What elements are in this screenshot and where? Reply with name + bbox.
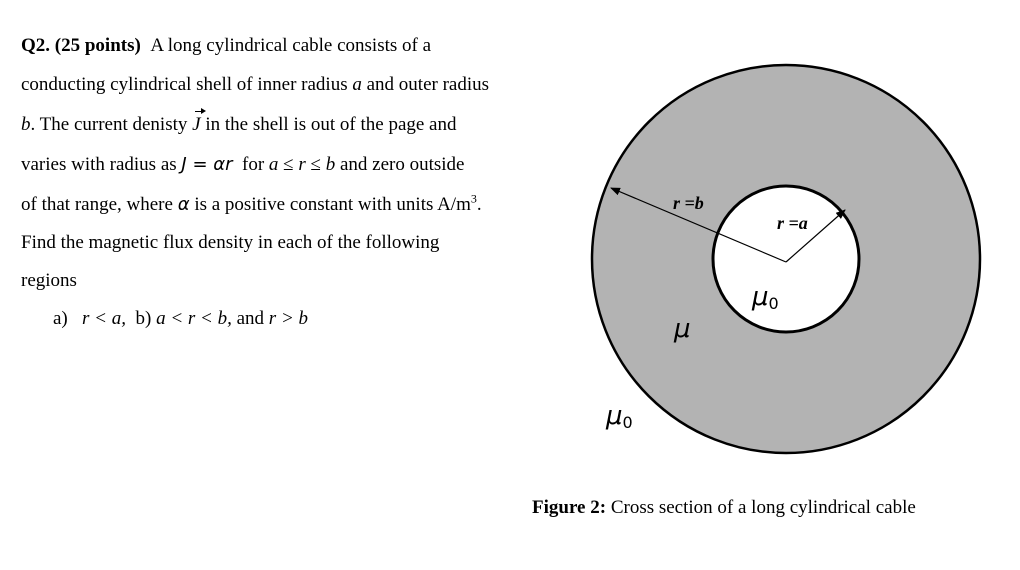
problem-parts: a) r < a, b) a < r < b, and r > b bbox=[53, 307, 308, 331]
problem-text-2b: and outer radius bbox=[366, 74, 490, 95]
outer-radius-label: r =b bbox=[673, 193, 704, 213]
problem-text-5c: . bbox=[476, 194, 482, 215]
problem-text-2a: conducting cylindrical shell of inner ra… bbox=[21, 74, 348, 95]
part-b-label: b) bbox=[135, 308, 152, 329]
problem-text-5b: is a positive constant with units A/m bbox=[194, 194, 471, 215]
range-le-1: ≤ bbox=[278, 154, 299, 175]
var-alpha: α bbox=[177, 194, 190, 215]
eq-equals: = bbox=[186, 154, 214, 175]
var-a: a bbox=[352, 74, 362, 95]
range-le-2: ≤ bbox=[305, 154, 326, 175]
units-exponent: 3 bbox=[470, 191, 477, 206]
eq-rhs: αr bbox=[213, 154, 233, 175]
problem-text-7: regions bbox=[21, 270, 77, 291]
problem-text-6: Find the magnetic flux density in each o… bbox=[21, 232, 440, 253]
mu-shell-label: μ bbox=[673, 314, 691, 344]
problem-text-3a: . The current denisty bbox=[30, 114, 188, 135]
problem-line-5: of that range, where α is a positive con… bbox=[21, 193, 482, 217]
question-number: Q2. bbox=[21, 35, 51, 56]
eq-lhs: J bbox=[181, 154, 187, 175]
mu-outer-label: μ0 bbox=[605, 401, 633, 432]
problem-line-4: varies with radius as J = αr for a ≤ r ≤… bbox=[21, 153, 464, 177]
problem-text-4a: varies with radius as bbox=[21, 154, 177, 175]
caption-label: Figure 2: bbox=[532, 497, 607, 518]
question-points: (25 points) bbox=[54, 35, 141, 56]
figure-caption: Figure 2: Cross section of a long cylind… bbox=[532, 497, 916, 519]
problem-line-7: regions bbox=[21, 269, 77, 293]
problem-line-6: Find the magnetic flux density in each o… bbox=[21, 231, 439, 255]
inner-radius-label: r =a bbox=[777, 213, 808, 233]
problem-text-5a: of that range, where bbox=[21, 194, 173, 215]
caption-text: Cross section of a long cylindrical cabl… bbox=[610, 497, 916, 518]
problem-line-2: conducting cylindrical shell of inner ra… bbox=[21, 73, 489, 97]
part-a-label: a) bbox=[53, 308, 68, 329]
part-c: r > b bbox=[268, 308, 309, 329]
cable-diagram: r =b r =a μ0 μ μ0 bbox=[590, 63, 982, 455]
vector-j: J bbox=[192, 108, 207, 135]
part-b: a < r < b, bbox=[156, 308, 232, 329]
part-c-label: and bbox=[236, 308, 265, 329]
radius-b-arrow bbox=[610, 187, 787, 263]
problem-text-4b: for bbox=[242, 154, 265, 175]
range-b: b bbox=[325, 154, 336, 175]
part-a: r < a, bbox=[82, 308, 126, 329]
problem-text-4c: and zero outside bbox=[339, 154, 465, 175]
range-a: a bbox=[268, 154, 279, 175]
range-r: r bbox=[298, 154, 306, 175]
problem-text-1: A long cylindrical cable consists of a bbox=[150, 35, 432, 56]
problem-line-3: b. The current denisty J in the shell is… bbox=[21, 108, 457, 137]
problem-text-3b: in the shell is out of the page and bbox=[205, 114, 457, 135]
mu-inner-label: μ0 bbox=[751, 282, 779, 313]
cable-cross-section-figure: r =b r =a μ0 μ μ0 bbox=[570, 55, 1000, 475]
problem-line-1: Q2. (25 points) A long cylindrical cable… bbox=[21, 34, 431, 58]
inner-core bbox=[711, 184, 861, 334]
var-b: b bbox=[21, 114, 31, 135]
radius-a-arrow bbox=[785, 209, 846, 263]
